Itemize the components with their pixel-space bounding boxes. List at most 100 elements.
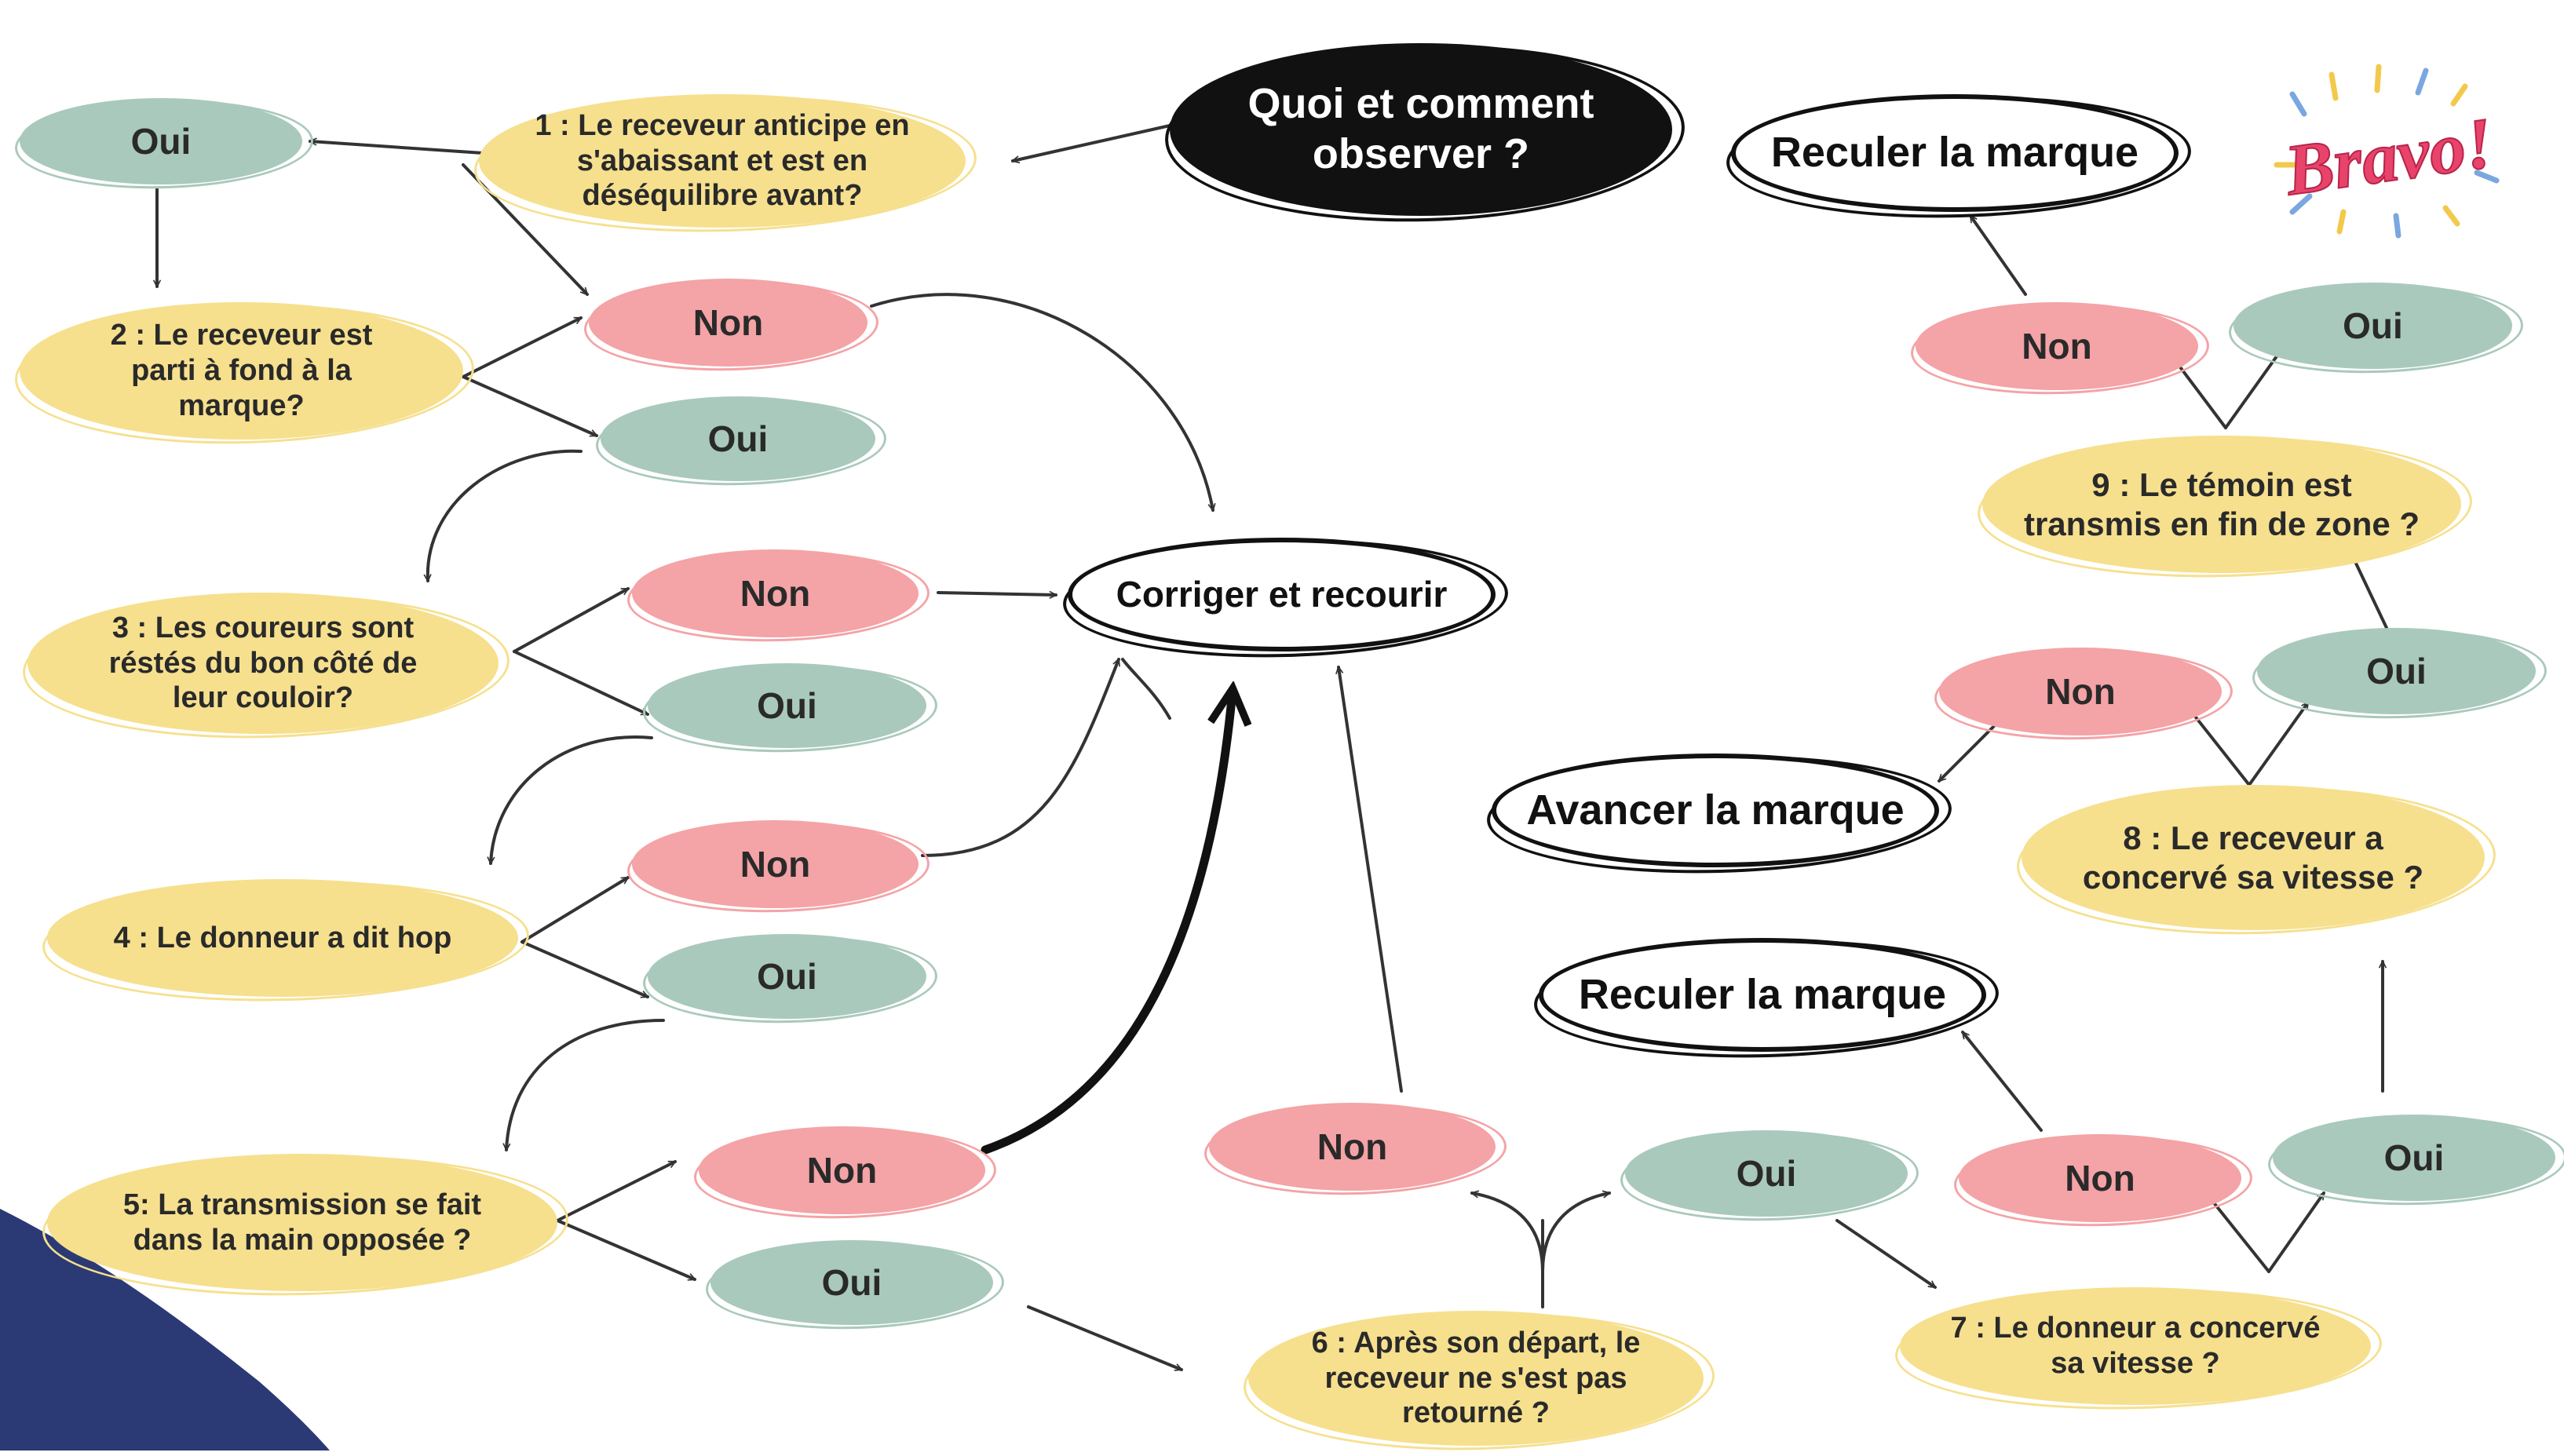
question-7-text: 7 : Le donneur a concervé sa vitesse ?	[1950, 1312, 2321, 1380]
answer-non-6-text: Non	[1317, 1126, 1388, 1167]
answer-oui-1: Oui	[20, 98, 302, 184]
answer-oui-9: Oui	[2233, 283, 2512, 369]
arrow-q3-non	[513, 587, 628, 653]
title-bubble: Quoi et comment observer ?	[1170, 43, 1672, 216]
arrow-non2-correct	[870, 293, 1213, 510]
answer-oui-6: Oui	[1625, 1130, 1908, 1217]
answer-non-4: Non	[632, 820, 919, 908]
question-2: 2 : Le receveur est parti à fond à la ma…	[20, 302, 463, 440]
question-3-text: 3 : Les coureurs sont réstés du bon côté…	[108, 611, 418, 715]
arrow-q1-oui	[310, 141, 484, 155]
arrow-q4-non	[520, 876, 628, 943]
outcome-forward: Avancer la marque	[1492, 754, 1939, 867]
arrow-non7-back	[1961, 1031, 2043, 1132]
arrow-non4-correct	[921, 659, 1120, 857]
arrow-tick-correct	[1121, 658, 1171, 720]
arrow-oui4-q5	[506, 1019, 665, 1151]
answer-oui-2-text: Oui	[707, 418, 769, 459]
arrow-non5-correct-bold	[981, 691, 1233, 1155]
answer-oui-5: Oui	[710, 1240, 993, 1325]
arrow-q6-oui	[1541, 1193, 1609, 1273]
arrow-q5-oui	[556, 1219, 695, 1281]
arrow-q3-oui	[513, 650, 648, 716]
arrow-oui6-q7	[1835, 1219, 1937, 1289]
arrow-q5-non	[556, 1160, 675, 1222]
question-4: 4 : Le donneur a dit hop	[47, 879, 518, 997]
answer-non-4-text: Non	[740, 843, 811, 885]
arrow-non3-correct	[937, 593, 1057, 595]
answer-non-6: Non	[1209, 1103, 1496, 1191]
answer-oui-6-text: Oui	[1736, 1152, 1797, 1194]
arrow-q7-non	[2204, 1191, 2270, 1273]
arrow-non8-forward	[1938, 724, 1996, 783]
answer-non-9: Non	[1916, 302, 2198, 390]
question-7: 7 : Le donneur a concervé sa vitesse ?	[1900, 1287, 2371, 1405]
answer-non-2: Non	[589, 279, 867, 367]
outcome-forward-text: Avancer la marque	[1526, 786, 1905, 834]
question-9-text: 9 : Le témoin est transmis en fin de zon…	[2023, 465, 2420, 542]
answer-non-5-text: Non	[806, 1149, 878, 1191]
answer-oui-3: Oui	[648, 663, 926, 748]
answer-oui-7-text: Oui	[2383, 1137, 2445, 1178]
answer-non-7-text: Non	[2065, 1157, 2135, 1199]
outcome-back-upper: Reculer la marque	[1731, 94, 2179, 212]
question-3: 3 : Les coureurs sont réstés du bon côté…	[27, 593, 499, 734]
question-5-text: 5: La transmission se fait dans la main …	[122, 1188, 482, 1257]
arrow-q9-oui	[2224, 344, 2286, 429]
answer-non-9-text: Non	[2022, 325, 2092, 367]
arrow-oui8-q9	[2350, 553, 2388, 629]
arrow-oui2-q3	[428, 449, 583, 582]
answer-oui-9-text: Oui	[2343, 305, 2403, 346]
question-5: 5: La transmission se fait dans la main …	[47, 1154, 557, 1291]
arrow-q6-non	[1472, 1193, 1544, 1273]
arrow-non6-correct	[1339, 667, 1403, 1093]
question-8: 8 : Le receveur a concervé sa vitesse ?	[2022, 785, 2485, 930]
title-text: Quoi et comment observer ?	[1247, 80, 1594, 177]
answer-oui-4: Oui	[648, 934, 926, 1019]
outcome-back-lower-text: Reculer la marque	[1578, 970, 1947, 1018]
arrow-q1-non	[462, 163, 589, 296]
arrow-oui3-q4	[491, 735, 653, 865]
answer-oui-1-text: Oui	[130, 120, 192, 162]
answer-non-8: Non	[1939, 648, 2222, 735]
answer-oui-5-text: Oui	[821, 1261, 882, 1303]
arrow-q2-non	[462, 316, 581, 378]
outcome-back-lower: Reculer la marque	[1539, 938, 1986, 1052]
arrow-title-q1	[1013, 124, 1171, 161]
answer-oui-7: Oui	[2273, 1115, 2555, 1201]
arrow-oui5-q6	[1027, 1305, 1182, 1371]
outcome-correct: Corriger et recourir	[1068, 538, 1496, 651]
answer-oui-8: Oui	[2257, 628, 2536, 714]
question-8-text: 8 : Le receveur a concervé sa vitesse ?	[2082, 819, 2424, 896]
arrow-q8-oui	[2248, 701, 2310, 786]
bravo-logo: Bravo!	[2274, 64, 2500, 239]
arrow-non9-back	[1969, 214, 2027, 296]
arrow-q2-oui	[462, 375, 597, 437]
question-4-text: 4 : Le donneur a dit hop	[113, 921, 452, 954]
outcome-correct-text: Corriger et recourir	[1116, 574, 1448, 615]
arrow-q4-oui	[520, 940, 648, 998]
arrow-q7-oui	[2267, 1191, 2325, 1273]
answer-non-2-text: Non	[692, 301, 764, 343]
question-6-text: 6 : Après son départ, le receveur ne s'e…	[1311, 1326, 1641, 1430]
question-1: 1 : Le receveur anticipe en s'abaissant …	[479, 94, 966, 228]
question-6: 6 : Après son départ, le receveur ne s'e…	[1248, 1311, 1704, 1446]
question-2-text: 2 : Le receveur est parti à fond à la ma…	[110, 319, 373, 422]
answer-non-5: Non	[699, 1126, 985, 1214]
answer-non-3-text: Non	[740, 572, 811, 614]
question-1-text: 1 : Le receveur anticipe en s'abaissant …	[535, 108, 910, 213]
answer-non-3: Non	[632, 549, 919, 637]
question-9: 9 : Le témoin est transmis en fin de zon…	[1982, 436, 2461, 573]
answer-non-7: Non	[1959, 1134, 2241, 1222]
answer-non-8-text: Non	[2045, 670, 2116, 712]
bravo-logo-text: Bravo!	[2280, 102, 2498, 210]
answer-oui-4-text: Oui	[757, 955, 817, 997]
answer-oui-3-text: Oui	[757, 684, 817, 726]
answer-oui-8-text: Oui	[2366, 650, 2427, 692]
arrow-q8-non	[2189, 709, 2251, 786]
answer-oui-2: Oui	[601, 396, 875, 481]
outcome-back-upper-text: Reculer la marque	[1770, 129, 2139, 177]
navy-corner-shape	[0, 1209, 330, 1451]
